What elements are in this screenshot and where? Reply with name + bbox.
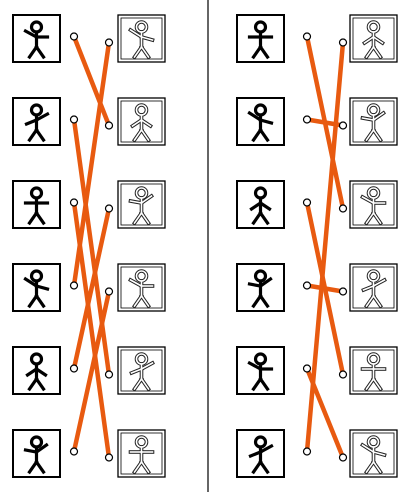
left-right-dot-2[interactable] [106, 122, 113, 129]
left-shadow-card-6 [118, 430, 165, 477]
right-answer-card-2 [237, 98, 284, 145]
right-shadow-card-5 [350, 347, 397, 394]
left-left-dot-5[interactable] [71, 365, 78, 372]
left-right-dot-3[interactable] [106, 205, 113, 212]
left-answer-card-6 [13, 430, 60, 477]
right-answer-card-3 [237, 181, 284, 228]
left-shadow-card-3 [118, 181, 165, 228]
right-answer-card-5 [237, 347, 284, 394]
right-left-dot-3[interactable] [304, 199, 311, 206]
right-left-dot-4[interactable] [304, 282, 311, 289]
right-answer-card-6 [237, 430, 284, 477]
right-left-dot-2[interactable] [304, 116, 311, 123]
right-match-line-4 [307, 286, 343, 292]
right-left-dot-6[interactable] [304, 448, 311, 455]
right-shadow-card-1 [350, 15, 397, 62]
right-match-line-6 [307, 43, 343, 452]
right-right-dot-4[interactable] [340, 288, 347, 295]
left-left-dot-3[interactable] [71, 199, 78, 206]
right-shadow-card-2 [350, 98, 397, 145]
right-answer-card-1 [237, 15, 284, 62]
right-right-dot-5[interactable] [340, 371, 347, 378]
left-shadow-card-5 [118, 347, 165, 394]
right-answer-card-4 [237, 264, 284, 311]
right-right-dot-1[interactable] [340, 39, 347, 46]
left-answer-card-2 [13, 98, 60, 145]
right-right-dot-3[interactable] [340, 205, 347, 212]
left-left-dot-2[interactable] [71, 116, 78, 123]
left-left-dot-1[interactable] [71, 33, 78, 40]
right-shadow-card-3 [350, 181, 397, 228]
left-right-dot-4[interactable] [106, 288, 113, 295]
left-left-dot-4[interactable] [71, 282, 78, 289]
left-right-dot-5[interactable] [106, 371, 113, 378]
left-answer-card-4 [13, 264, 60, 311]
left-answer-card-1 [13, 15, 60, 62]
left-right-dot-6[interactable] [106, 454, 113, 461]
left-answer-card-3 [13, 181, 60, 228]
right-left-dot-1[interactable] [304, 33, 311, 40]
right-shadow-card-6 [350, 430, 397, 477]
left-shadow-card-1 [118, 15, 165, 62]
left-shadow-card-2 [118, 98, 165, 145]
right-right-dot-6[interactable] [340, 454, 347, 461]
right-shadow-card-4 [350, 264, 397, 311]
left-shadow-card-4 [118, 264, 165, 311]
left-right-dot-1[interactable] [106, 39, 113, 46]
right-right-dot-2[interactable] [340, 122, 347, 129]
right-left-dot-5[interactable] [304, 365, 311, 372]
left-answer-card-5 [13, 347, 60, 394]
left-left-dot-6[interactable] [71, 448, 78, 455]
